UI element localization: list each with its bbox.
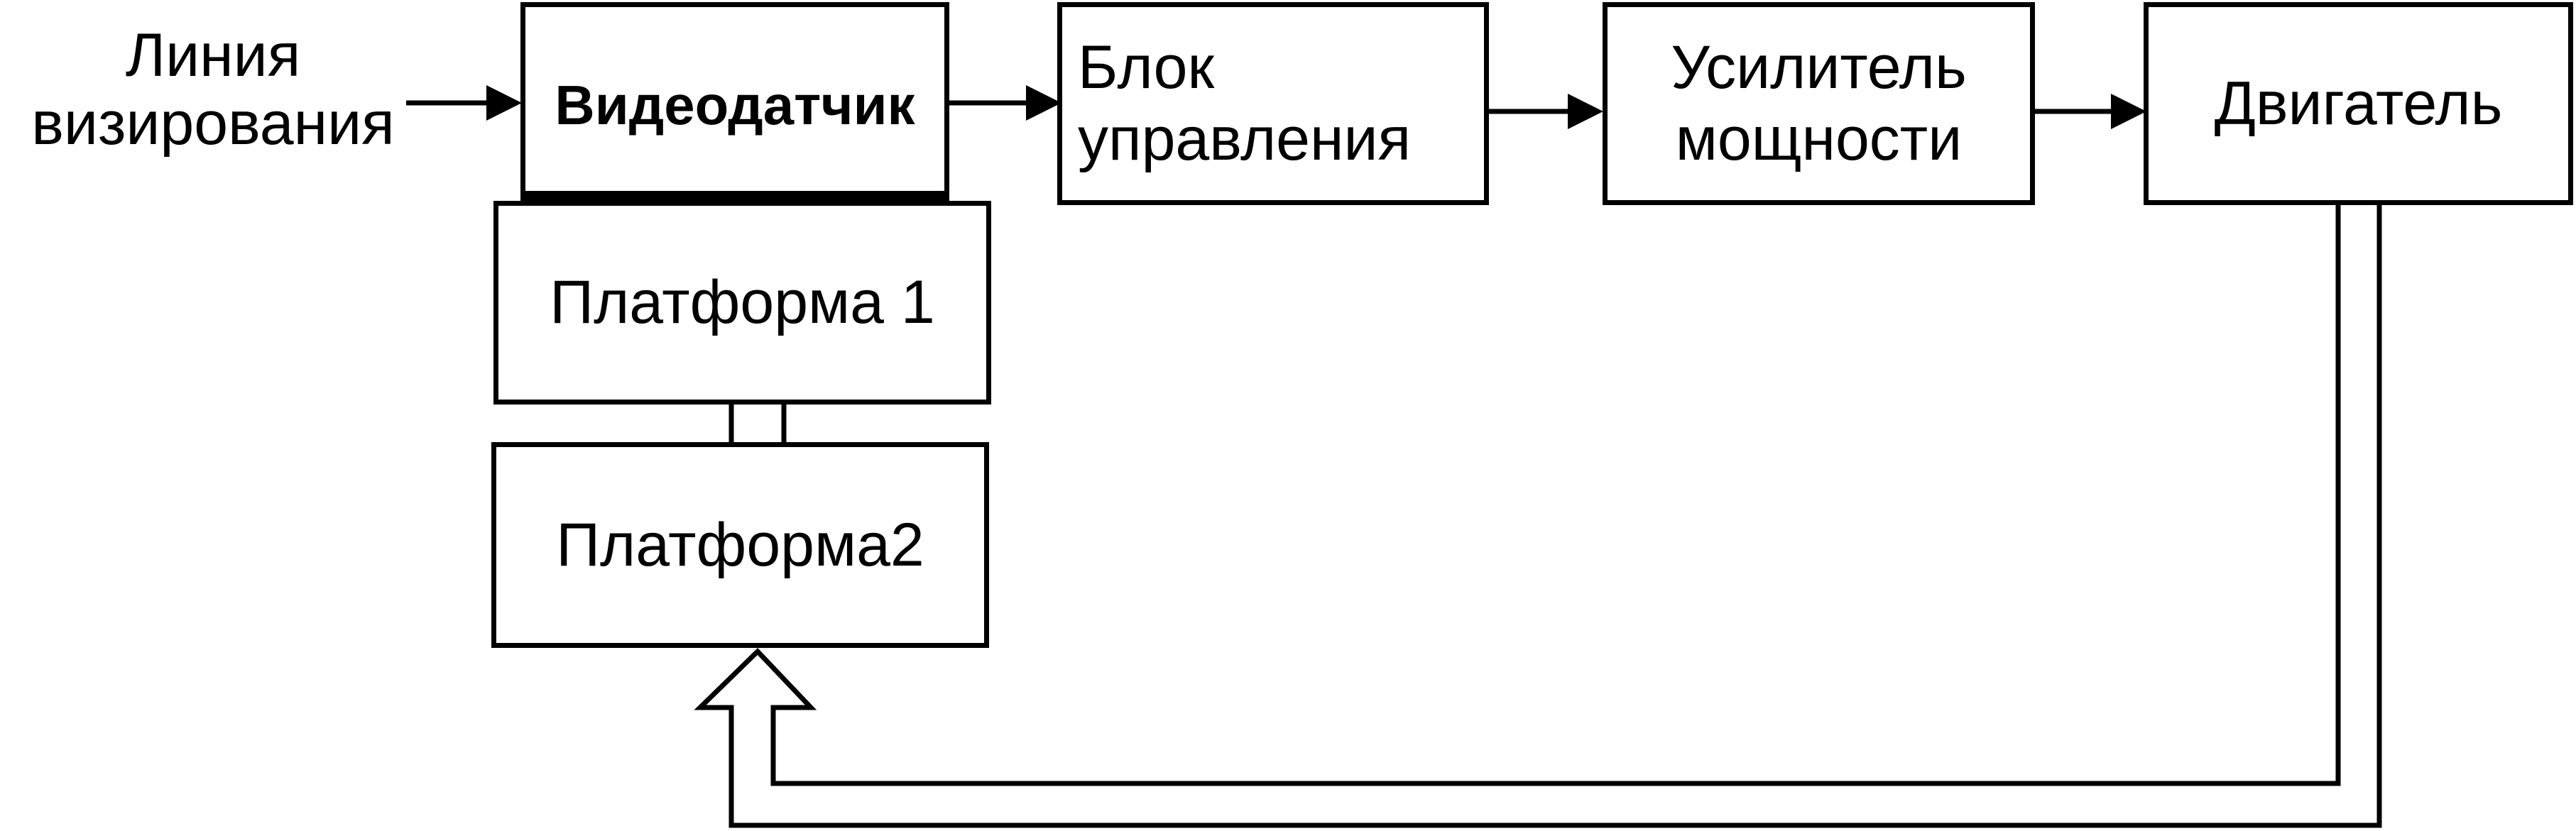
platform-1-block: Платформа 1 bbox=[493, 201, 991, 405]
platform-coupling bbox=[728, 402, 787, 445]
video-sensor-block: Видеодатчик bbox=[520, 2, 949, 203]
platform-2-label: Платформа2 bbox=[556, 510, 924, 579]
power-amplifier-block: Усилитель мощности bbox=[1603, 2, 2035, 205]
arrow-control-to-amplifier bbox=[1487, 94, 1603, 129]
sight-line-label: Линия визирования bbox=[31, 21, 395, 158]
platform-1-label: Платформа 1 bbox=[550, 268, 935, 336]
motor-block: Двигатель bbox=[2144, 2, 2573, 205]
motor-label: Двигатель bbox=[2214, 69, 2503, 138]
power-amplifier-label: Усилитель мощности bbox=[1671, 33, 1967, 173]
arrow-amplifier-to-motor bbox=[2033, 94, 2146, 129]
control-unit-label: Блок управления bbox=[1078, 33, 1412, 173]
platform-2-block: Платформа2 bbox=[491, 442, 989, 648]
arrow-sensor-to-control bbox=[948, 85, 1061, 121]
control-unit-block: Блок управления bbox=[1057, 2, 1489, 205]
input-arrow bbox=[406, 85, 522, 121]
feedback-hollow-arrow bbox=[694, 203, 2382, 828]
video-sensor-label: Видеодатчик bbox=[555, 73, 915, 136]
